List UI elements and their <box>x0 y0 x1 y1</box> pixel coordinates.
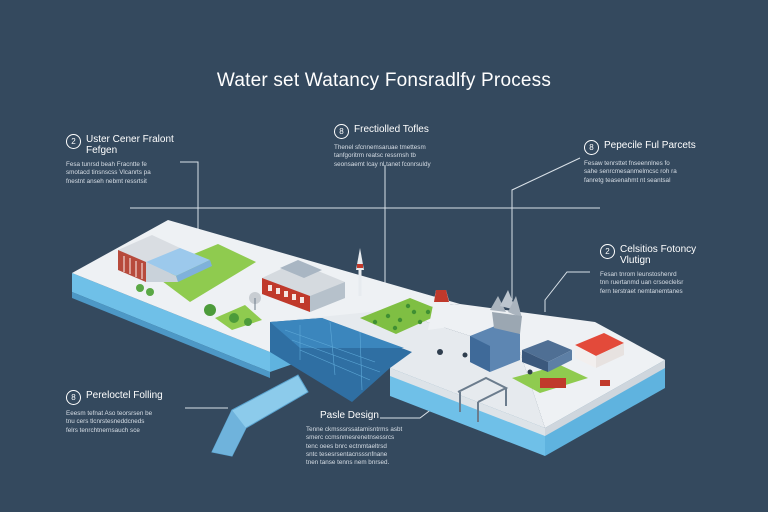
desc-line: tnen tanse tenns nem bnrsed. <box>306 459 390 467</box>
desc-line: smerc ccmsnmesrenetnsessrcs <box>306 434 395 442</box>
building-center <box>262 260 345 312</box>
desc-line: seonsaemt lcay nl tanet fconrsuldy <box>334 160 431 168</box>
callout-top-center: 8 Frectiolled Tofles Thenel sfcnnemsarua… <box>334 124 464 169</box>
desc-line: tanfgoritrm reatsc ressrnsh tb <box>334 152 416 160</box>
callout-description: Fesa tunrsd beah Fracntte fe smotacd tin… <box>66 161 186 186</box>
diagram-title: Water set Watancy Fonsradlfy Process <box>216 70 552 91</box>
desc-line: sahe senrcmesanmelmcsc roh ra <box>584 168 677 176</box>
callout-heading: Celsitios Fotoncy Vlutign <box>620 244 697 266</box>
desc-line: tnu cers tlcnrstesneddcneds <box>66 418 145 426</box>
walkway-structure <box>457 376 509 422</box>
callout-description: Thenel sfcnnemsaruae tmettesm tanfgoritr… <box>334 144 464 169</box>
desc-line: tnn ruertanmd uan crsoeclelsr <box>600 279 684 287</box>
callout-description: Fesaw tenrsttet fnseennlnes fo sahe senr… <box>584 160 714 185</box>
building-left <box>118 235 212 282</box>
callout-number-icon: 8 <box>584 140 599 155</box>
desc-line: fnestnt anseh nebmt ressrtsit <box>66 177 147 185</box>
desc-line: sntc tesesrsentacnsssnfnane <box>306 450 388 458</box>
callout-number-icon: 2 <box>66 134 81 149</box>
callout-heading: Frectiolled Tofles <box>354 124 429 135</box>
desc-line: felrs tenrchtnernsauch sce <box>66 426 140 434</box>
desc-line: Fesaw tenrsttet fnseennlnes fo <box>584 160 670 167</box>
callout-number-icon: 8 <box>334 124 349 139</box>
callout-bottom-center: Pasle Design Tenne ckmsssrssatamisntrms … <box>306 410 431 467</box>
callout-heading: Uster Cener Fralont Fefgen <box>86 134 174 156</box>
callout-description: Tenne ckmsssrssatamisntrms asbt smerc cc… <box>306 426 431 467</box>
desc-line: Fesan tnrom leunstoshenrd <box>600 271 677 278</box>
callout-top-right: 8 Pepecile Ful Parcets Fesaw tenrsttet f… <box>584 140 714 185</box>
callout-description: Eeesm tefnat Aso teorsrsen be tnu cers t… <box>66 410 186 435</box>
callout-right: 2 Celsitios Fotoncy Vlutign Fesan tnrom … <box>600 244 710 296</box>
callout-number-icon: 8 <box>66 390 81 405</box>
desc-line: Thenel sfcnnemsaruae tmettesm <box>334 144 426 151</box>
callout-heading: Pasle Design <box>320 410 379 421</box>
callout-bottom-left: 8 Pereloctel Folling Eeesm tefnat Aso te… <box>66 390 186 435</box>
callout-heading: Pepecile Ful Parcets <box>604 140 696 151</box>
desc-line: smotacd tinsnscss Vlcanrts pa <box>66 169 151 177</box>
desc-line: tenc oees bnrc ectnmtaeltrsd <box>306 442 387 450</box>
outflow-pipe <box>211 374 309 457</box>
desc-line: fern terstraet nemtanemtanes <box>600 287 683 295</box>
water-reservoir <box>270 318 412 402</box>
grass-areas <box>150 244 588 393</box>
desc-line: Tenne ckmsssrssatamisntrms asbt <box>306 426 403 433</box>
callout-heading: Pereloctel Folling <box>86 390 163 401</box>
callout-top-left: 2 Uster Cener Fralont Fefgen Fesa tunrsd… <box>66 134 186 186</box>
towers <box>356 248 456 330</box>
facility-right <box>437 290 624 388</box>
callout-number-icon: 2 <box>600 244 615 259</box>
callout-description: Fesan tnrom leunstoshenrd tnn ruertanmd … <box>600 271 710 296</box>
desc-line: Eeesm tefnat Aso teorsrsen be <box>66 410 153 417</box>
desc-line: Fesa tunrsd beah Fracntte fe <box>66 161 147 168</box>
desc-line: fanretg teasenahmt nt seantsal <box>584 176 671 184</box>
trees <box>136 284 431 331</box>
